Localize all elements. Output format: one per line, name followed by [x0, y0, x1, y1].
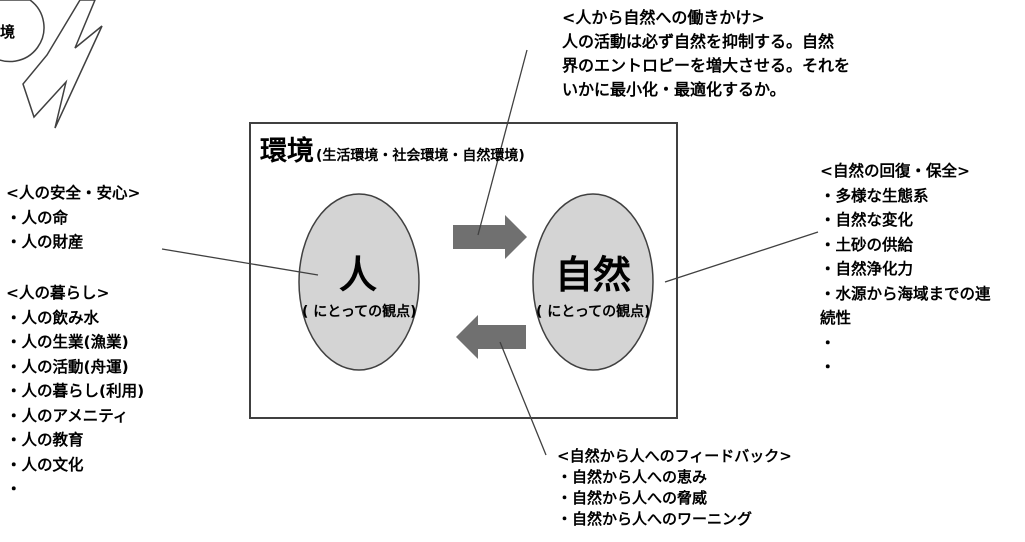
list-item: ・	[6, 480, 22, 498]
bottom-note-heading: <自然から人へのフィードバック>	[557, 447, 792, 465]
environment-box	[249, 122, 678, 419]
corner-circle	[0, 0, 45, 63]
top-note-heading: <人から自然への働きかけ>	[562, 8, 765, 27]
box-title: 環境	[260, 136, 314, 167]
list-item: ・人のアメニティ	[6, 406, 129, 425]
list-item: ・人の文化	[6, 455, 84, 474]
connector-right-list	[664, 231, 819, 283]
list-item: ・多様な生態系	[820, 186, 929, 205]
top-note-line: 人の活動は必ず自然を抑制する。自然	[562, 32, 835, 51]
list-item: ・自然から人へのワーニング	[557, 510, 753, 528]
left-living-list: <人の暮らし> ・人の飲み水 ・人の生業(漁業) ・人の活動(舟運) ・人の暮ら…	[6, 281, 144, 502]
list-item: ・人の財産	[6, 233, 84, 251]
connector-top-note	[477, 49, 528, 236]
right-list-heading: <自然の回復・保全>	[820, 162, 970, 180]
left-safety-heading: <人の安全・安心>	[6, 184, 141, 202]
list-item: ・水源から海域までの連	[820, 284, 991, 303]
human-label: 人	[339, 253, 378, 297]
lightning-callout	[22, 0, 103, 129]
list-item: ・人の暮らし(利用)	[6, 382, 145, 400]
list-item: ・	[820, 358, 836, 376]
list-item: ・人の活動(舟運)	[6, 357, 129, 376]
top-note-line: 界のエントロピーを増大させる。それを	[562, 56, 851, 75]
list-item: ・人の命	[6, 208, 69, 227]
connector-bottom-note	[499, 341, 547, 456]
bottom-note: <自然から人へのフィードバック> ・自然から人への恵み ・自然から人への脅威 ・…	[557, 446, 792, 530]
list-item: ・人の飲み水	[6, 308, 100, 327]
list-item: ・人の教育	[6, 431, 84, 449]
top-note-line: いかに最小化・最適化するか。	[562, 80, 786, 99]
arrow-right	[453, 215, 527, 259]
list-item: 続性	[820, 309, 852, 327]
connector-left-list	[161, 248, 319, 276]
box-subtitle: (生活環境・社会環境・自然環境)	[316, 148, 525, 164]
top-note: <人から自然への働きかけ> 人の活動は必ず自然を抑制する。自然 界のエントロピー…	[562, 6, 850, 102]
list-item: ・自然から人への脅威	[557, 489, 708, 507]
human-ellipse	[298, 193, 420, 371]
list-item: ・自然から人への恵み	[557, 468, 708, 486]
list-item: ・人の生業(漁業)	[6, 333, 129, 351]
corner-glyph: 境	[0, 23, 16, 41]
human-caption: ( にとっての観点)	[302, 304, 417, 320]
list-item: ・土砂の供給	[820, 235, 914, 254]
list-item: ・	[820, 333, 836, 352]
nature-label: 自然	[555, 253, 632, 297]
list-item: ・自然な変化	[820, 211, 914, 229]
arrow-left	[456, 315, 526, 359]
right-list: <自然の回復・保全> ・多様な生態系 ・自然な変化 ・土砂の供給 ・自然浄化力 …	[820, 159, 991, 380]
nature-ellipse	[532, 193, 654, 371]
list-item: ・自然浄化力	[820, 260, 914, 278]
left-safety-list: <人の安全・安心> ・人の命 ・人の財産	[6, 181, 140, 255]
left-living-heading: <人の暮らし>	[6, 284, 110, 302]
nature-caption: ( にとっての観点)	[536, 304, 651, 320]
